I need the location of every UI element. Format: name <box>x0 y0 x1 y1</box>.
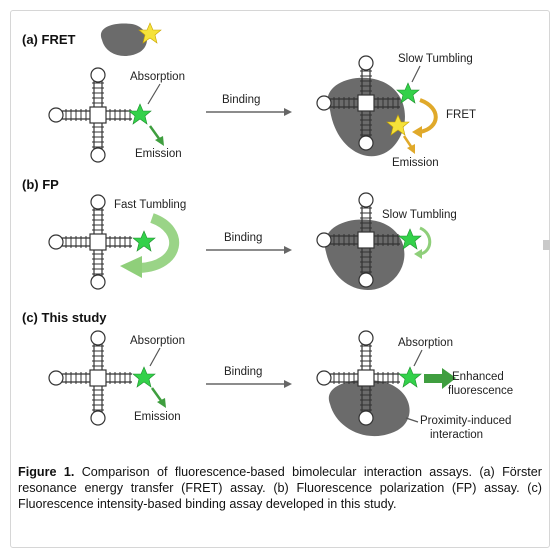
protein-shape <box>100 23 147 56</box>
proximity-label: interaction <box>430 429 483 441</box>
proximity-label: Proximity-induced <box>420 415 511 427</box>
binding-label: Binding <box>222 94 260 106</box>
panel-b: (b) FP Fast Tumbling Binding Slow Tumbli… <box>22 177 457 290</box>
assay-diagram: (a) FRET Absorption Emission Binding Slo… <box>22 22 513 441</box>
binding-label: Binding <box>224 232 262 244</box>
caption-lead: Figure 1. <box>18 465 75 479</box>
enhanced-fluorescence-label: Enhanced <box>452 371 504 383</box>
slow-tumbling-label: Slow Tumbling <box>382 209 457 221</box>
fluorophore-icon <box>398 366 422 388</box>
fast-tumbling-label: Fast Tumbling <box>114 199 186 211</box>
fret-label: FRET <box>446 109 476 121</box>
binding-label: Binding <box>224 366 262 378</box>
emission-label: Emission <box>134 411 181 423</box>
panel-a: (a) FRET Absorption Emission Binding Slo… <box>22 22 476 169</box>
panel-c: (c) This study Absorption Emission Bindi… <box>22 310 513 441</box>
panel-c-label: (c) This study <box>22 310 107 325</box>
figure-caption: Figure 1. Comparison of fluorescence-bas… <box>18 464 542 512</box>
caption-text: Comparison of fluorescence-based bimolec… <box>18 465 542 511</box>
fluorophore-icon <box>132 366 156 388</box>
fluorophore-icon <box>132 230 156 252</box>
fluorophore-icon <box>128 103 152 125</box>
absorption-label: Absorption <box>130 335 185 347</box>
protein-shape <box>327 77 405 157</box>
protein-shape <box>328 380 410 437</box>
protein-shape <box>324 219 405 290</box>
rna-structure <box>48 330 133 426</box>
enhanced-fluorescence-label: fluorescence <box>448 385 513 397</box>
emission-label: Emission <box>135 148 182 160</box>
panel-b-label: (b) FP <box>22 177 59 192</box>
rna-structure <box>48 67 133 163</box>
absorption-label: Slow Tumbling <box>398 53 473 65</box>
emission-label: Emission <box>392 157 439 169</box>
absorption-label: Absorption <box>398 337 453 349</box>
scroll-marker <box>543 240 550 250</box>
absorption-label: Absorption <box>130 71 185 83</box>
panel-a-label: (a) FRET <box>22 32 76 47</box>
